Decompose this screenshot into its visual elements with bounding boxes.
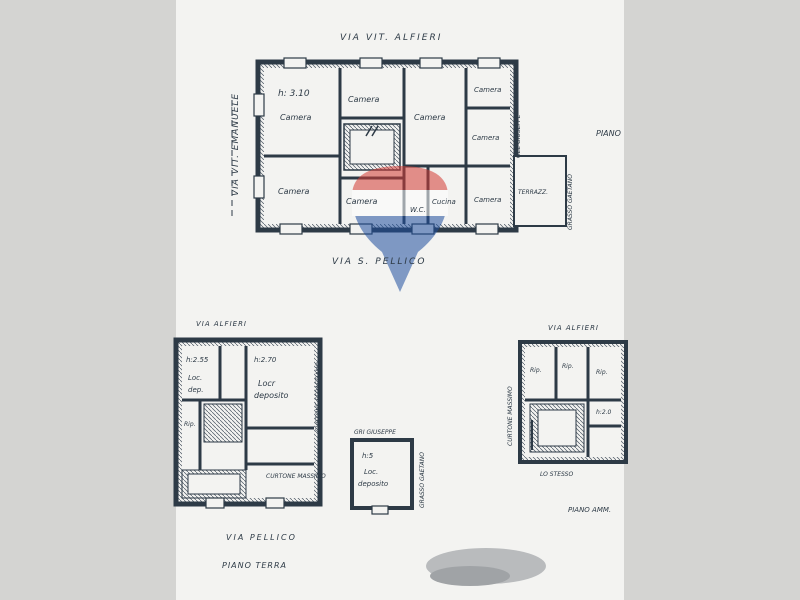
room-label-7: Camera (346, 197, 377, 206)
rip-label-mezz-1: Rip. (530, 367, 542, 374)
street-label-mezz-top: VIA ALFIERI (548, 324, 599, 332)
height-label-mezz: h:2.0 (596, 409, 612, 416)
room-label-6: Camera (278, 187, 309, 196)
room-label-5: Camera (472, 134, 499, 142)
terrace-label: TERRAZZ. (518, 189, 548, 196)
street-label-ground-top: VIA ALFIERI (196, 320, 247, 328)
room-label-3: Camera (414, 113, 445, 122)
neighbor-mezz-bottom: LO STESSO (540, 471, 573, 478)
room-ground-1-line-1: Loc. (188, 374, 202, 382)
neighbor-ground-bottom: CURTONE MASSIMO (266, 473, 326, 480)
room-ground-2-line-1: Locr (258, 379, 276, 388)
ground-floor-plan (173, 337, 414, 515)
deposito-building (350, 438, 414, 510)
room-label-2: Camera (348, 95, 379, 104)
room-label-1: Camera (280, 113, 311, 122)
height-label-top: h: 3.10 (278, 89, 310, 99)
cucina-label: Cucina (432, 198, 456, 206)
neighbor-ground-right: CURTONE SEBASTIANO (315, 362, 322, 432)
room-ground-2-line-2: deposito (254, 391, 289, 400)
street-label-left: VIA VIT. EMANUELE (231, 93, 241, 196)
level-title-mezz: PIANO AMM. (568, 506, 611, 514)
top-floor-plan (231, 57, 567, 235)
owner-center-label: GRI GIUSEPPE (354, 429, 396, 436)
height-center-label: h:5 (362, 452, 374, 460)
neighbor-center-right: GRASSO GAETANO (419, 452, 426, 508)
rip-label-mezz-2: Rip. (562, 363, 574, 370)
neighbor-right-2-label: GRASSO GAETANO (567, 174, 574, 230)
room-center-line-2: deposito (358, 480, 388, 488)
height-label-ground-1: h:2.55 (186, 356, 209, 364)
street-label-top: VIA VIT. ALFIERI (340, 33, 442, 43)
remax-watermark (352, 166, 448, 292)
level-title-ground: PIANO TERRA (222, 561, 287, 570)
wc-label: W.C. (410, 206, 426, 214)
room-center-line-1: Loc. (364, 468, 378, 476)
room-label-8: Camera (474, 196, 501, 204)
neighbor-right-label: GEE GIUSEPPE (515, 114, 522, 158)
height-label-ground-2: h:2.70 (254, 356, 277, 364)
terrace-box (513, 155, 567, 227)
room-ground-1-line-2: dep. (188, 386, 203, 394)
room-label-4: Camera (474, 86, 501, 94)
street-label-bottom: VIA S. PELLICO (332, 257, 426, 267)
neighbor-mezz-left: CURTONE MASSIMO (507, 386, 514, 446)
blurred-signature (426, 548, 546, 586)
rip-label-ground: Rip. (184, 421, 196, 428)
mezzanine-plan (518, 340, 628, 464)
street-label-ground-bottom: VIA PELLICO (226, 533, 297, 542)
level-title-top: PIANO (596, 129, 621, 138)
rip-label-mezz-3: Rip. (596, 369, 608, 376)
